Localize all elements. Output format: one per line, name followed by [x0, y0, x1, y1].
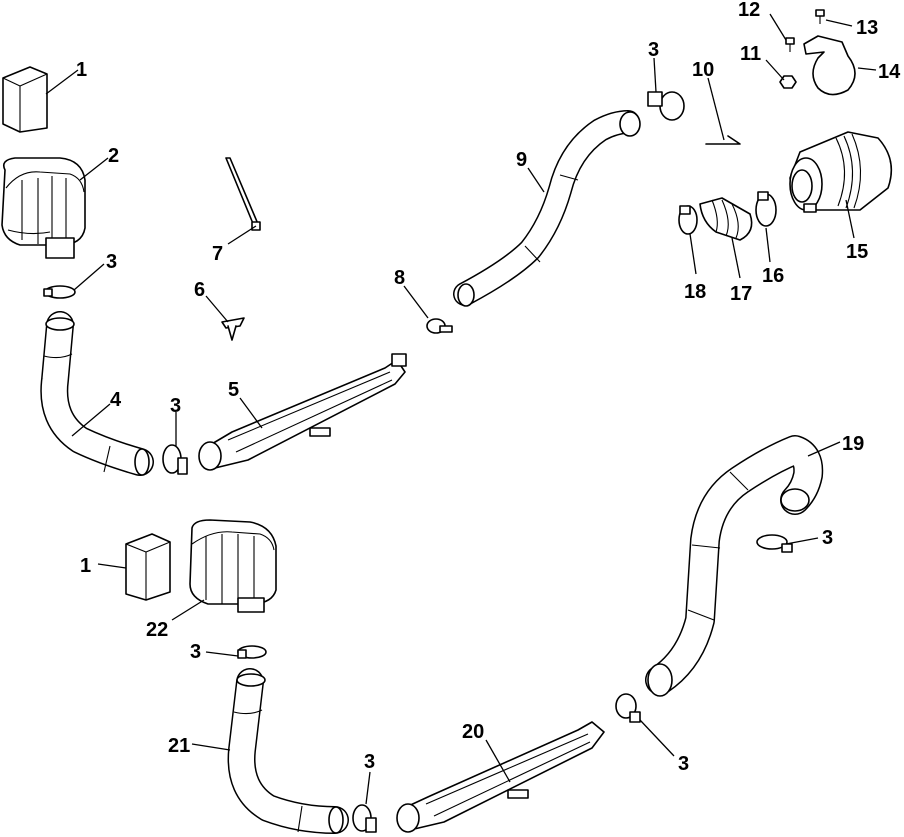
callout-22: 22	[146, 619, 168, 641]
callout-18: 18	[684, 281, 706, 303]
part-19-long-hose	[645, 435, 824, 697]
callout-6: 6	[194, 279, 205, 301]
callout-7: 7	[212, 243, 223, 265]
part-7-cable-tie	[225, 157, 261, 231]
part-3-clamp-a	[43, 285, 76, 299]
callout-3: 3	[364, 751, 375, 773]
callout-labels: 1 2 3 4 3 5 6 7 8 9 3 10 11 12 13 14 15 …	[76, 0, 901, 775]
part-6-push-clip	[221, 317, 245, 341]
part-22-silencer-housing	[189, 519, 277, 613]
part-3-clamp-c	[647, 91, 685, 121]
part-9-s-hose	[453, 110, 641, 307]
part-3-clamp-g	[615, 693, 641, 723]
part-11-nut	[779, 75, 797, 89]
part-16-clamp	[755, 191, 777, 227]
part-12-screw	[785, 37, 795, 52]
leader-lines	[45, 13, 877, 805]
part-14-bracket	[803, 35, 856, 96]
part-3-clamp-e	[237, 645, 267, 659]
callout-14: 14	[878, 61, 901, 83]
callout-3: 3	[678, 753, 689, 775]
part-3-clamp-f	[352, 804, 377, 833]
part-10-plate	[705, 135, 741, 145]
callout-4: 4	[110, 389, 122, 411]
callout-11: 11	[740, 43, 761, 65]
callout-17: 17	[730, 283, 752, 305]
callout-3: 3	[190, 641, 201, 663]
callout-12: 12	[738, 0, 760, 21]
callout-1: 1	[76, 59, 87, 81]
callout-20: 20	[462, 721, 484, 743]
part-15-air-filter	[789, 131, 893, 213]
callout-3: 3	[170, 395, 181, 417]
callout-5: 5	[228, 379, 239, 401]
callout-3: 3	[648, 39, 659, 61]
part-21-elbow-hose	[227, 668, 349, 834]
part-18-clamp	[678, 205, 698, 235]
callout-1: 1	[80, 555, 91, 577]
part-13-screw	[815, 9, 825, 24]
callout-2: 2	[108, 145, 119, 167]
callout-21: 21	[168, 735, 190, 757]
callout-8: 8	[394, 267, 405, 289]
part-4-elbow-hose	[40, 311, 154, 476]
callout-10: 10	[692, 59, 714, 81]
callout-9: 9	[516, 149, 527, 171]
part-5-intake-duct	[198, 353, 407, 471]
part-17-bellows	[699, 197, 753, 241]
part-8-clamp	[426, 318, 453, 334]
part-3-clamp-d	[756, 534, 793, 553]
callout-3: 3	[822, 527, 833, 549]
callout-16: 16	[762, 265, 784, 287]
callout-15: 15	[846, 241, 868, 263]
callout-19: 19	[842, 433, 864, 455]
part-1-box-top	[2, 66, 48, 133]
part-3-clamp-b	[162, 444, 188, 475]
callout-3: 3	[106, 251, 117, 273]
part-2-silencer-housing	[1, 157, 86, 259]
part-1-box-bottom	[125, 533, 171, 601]
callout-13: 13	[856, 17, 878, 39]
part-20-intake-duct	[396, 721, 605, 833]
